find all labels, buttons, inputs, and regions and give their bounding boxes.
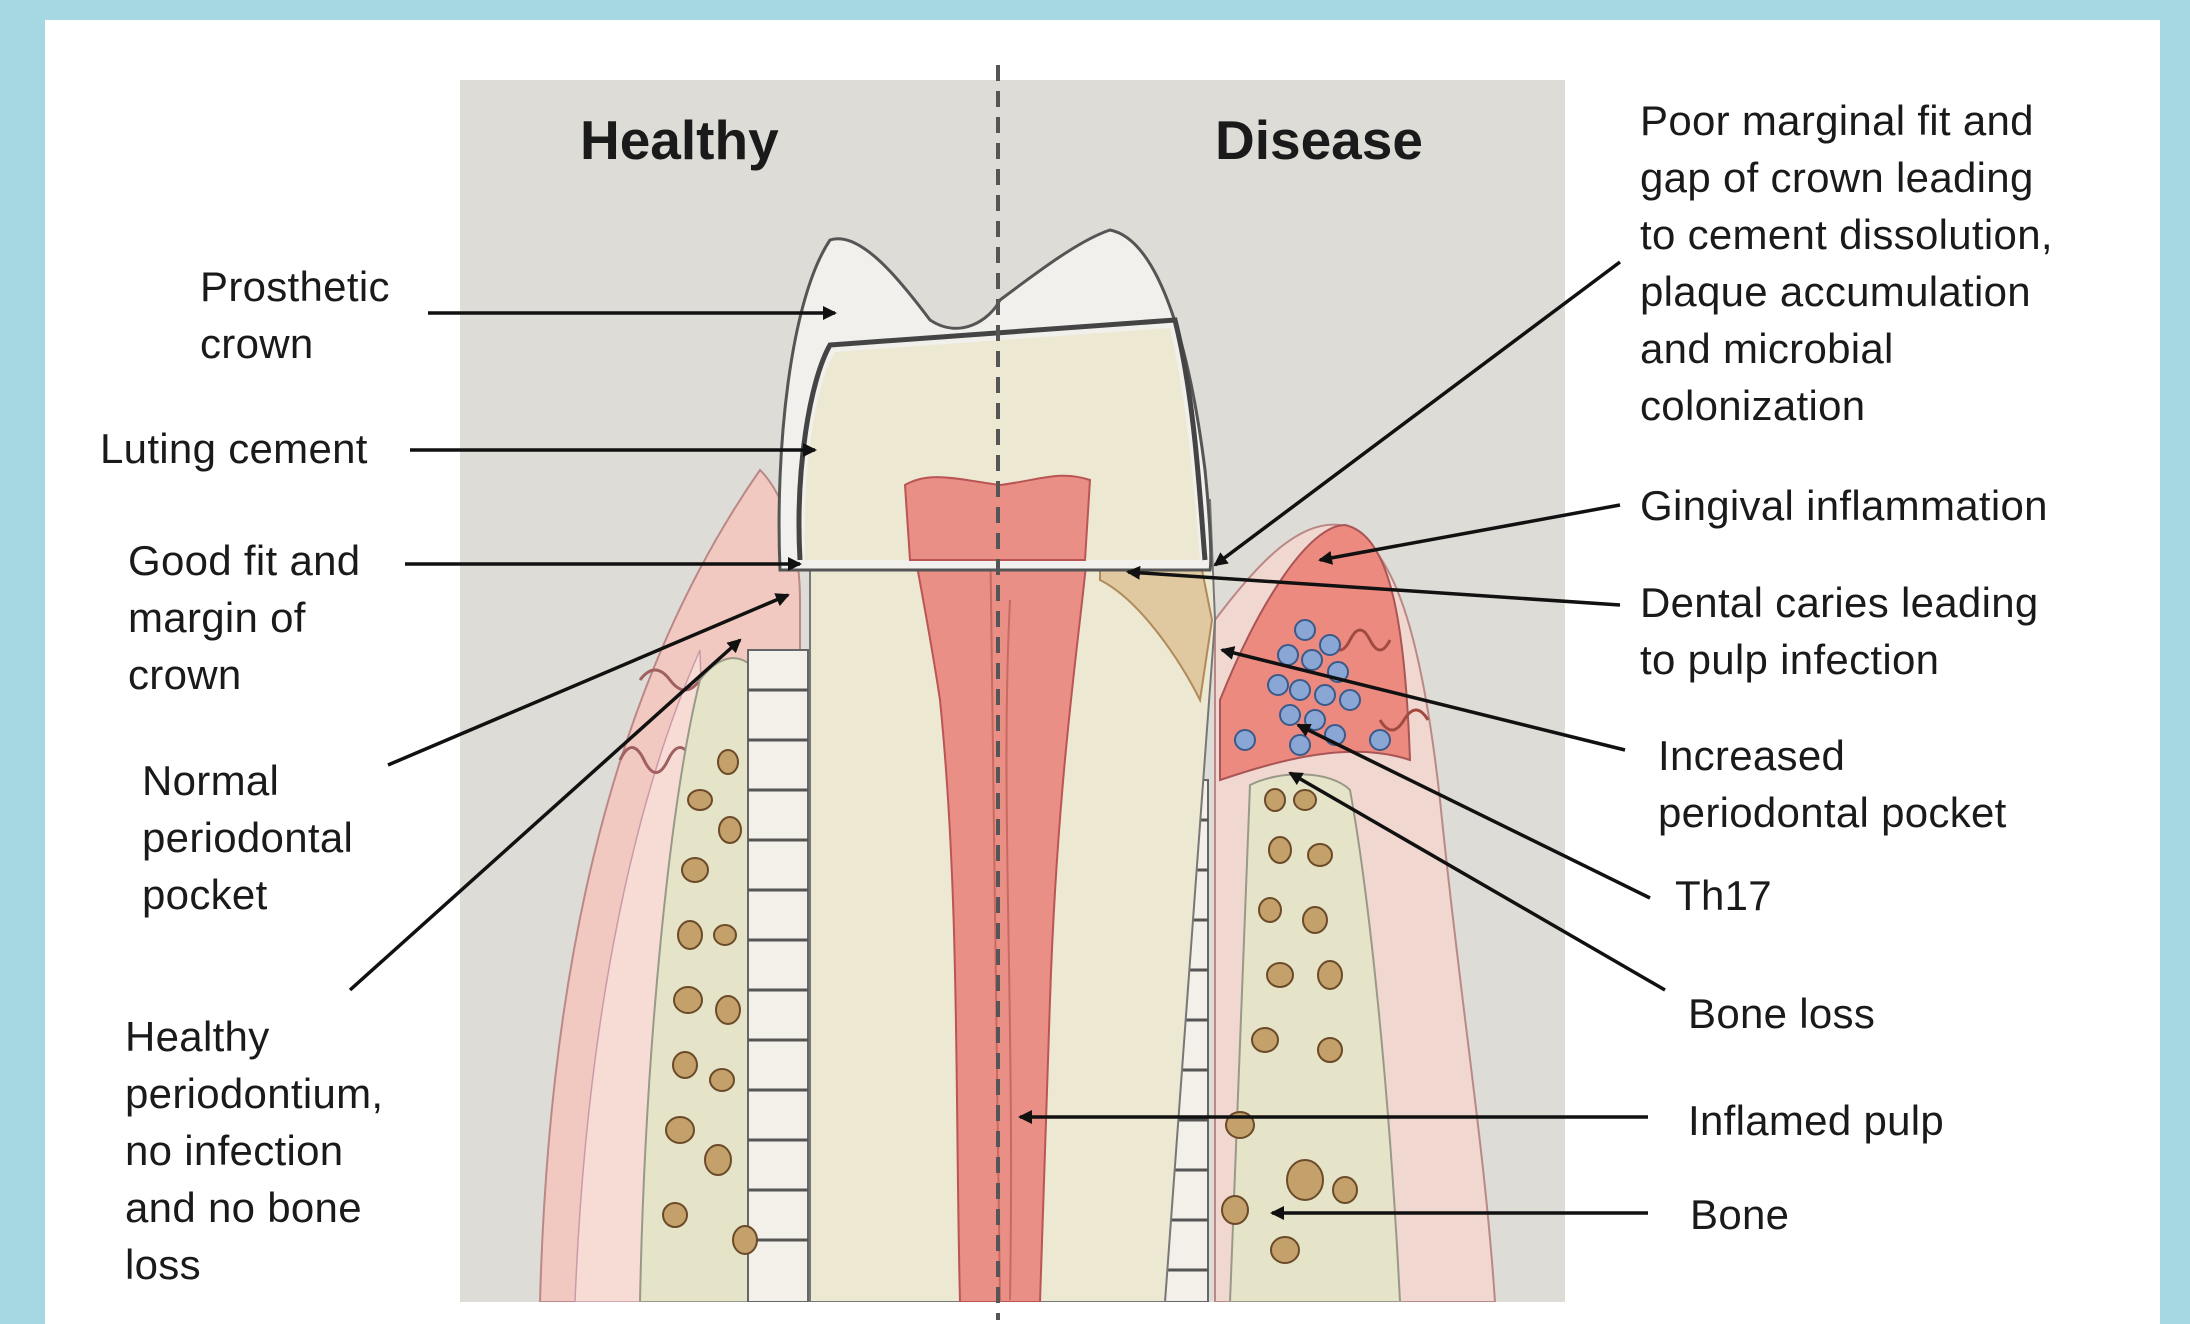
- label-inflamed-pulp: Inflamed pulp: [1688, 1092, 1944, 1149]
- label-increased-pocket: Increased periodontal pocket: [1658, 727, 2007, 841]
- label-healthy-periodontium: Healthy periodontium, no infection and n…: [125, 1008, 383, 1293]
- label-gingival-inflammation: Gingival inflammation: [1640, 477, 2048, 534]
- heading-healthy: Healthy: [580, 108, 779, 172]
- label-th17: Th17: [1675, 867, 1772, 924]
- label-poor-marginal-fit: Poor marginal fit and gap of crown leadi…: [1640, 92, 2053, 434]
- heading-disease: Disease: [1215, 108, 1423, 172]
- label-dental-caries: Dental caries leading to pulp infection: [1640, 574, 2039, 688]
- label-normal-pocket: Normal periodontal pocket: [142, 752, 353, 923]
- label-bone-loss: Bone loss: [1688, 985, 1875, 1042]
- label-prosthetic-crown: Prosthetic crown: [200, 258, 390, 372]
- healthy-pdl-ligament: [748, 650, 808, 1302]
- label-luting-cement: Luting cement: [100, 420, 368, 477]
- label-good-fit: Good fit and margin of crown: [128, 532, 360, 703]
- label-bone: Bone: [1690, 1186, 1789, 1243]
